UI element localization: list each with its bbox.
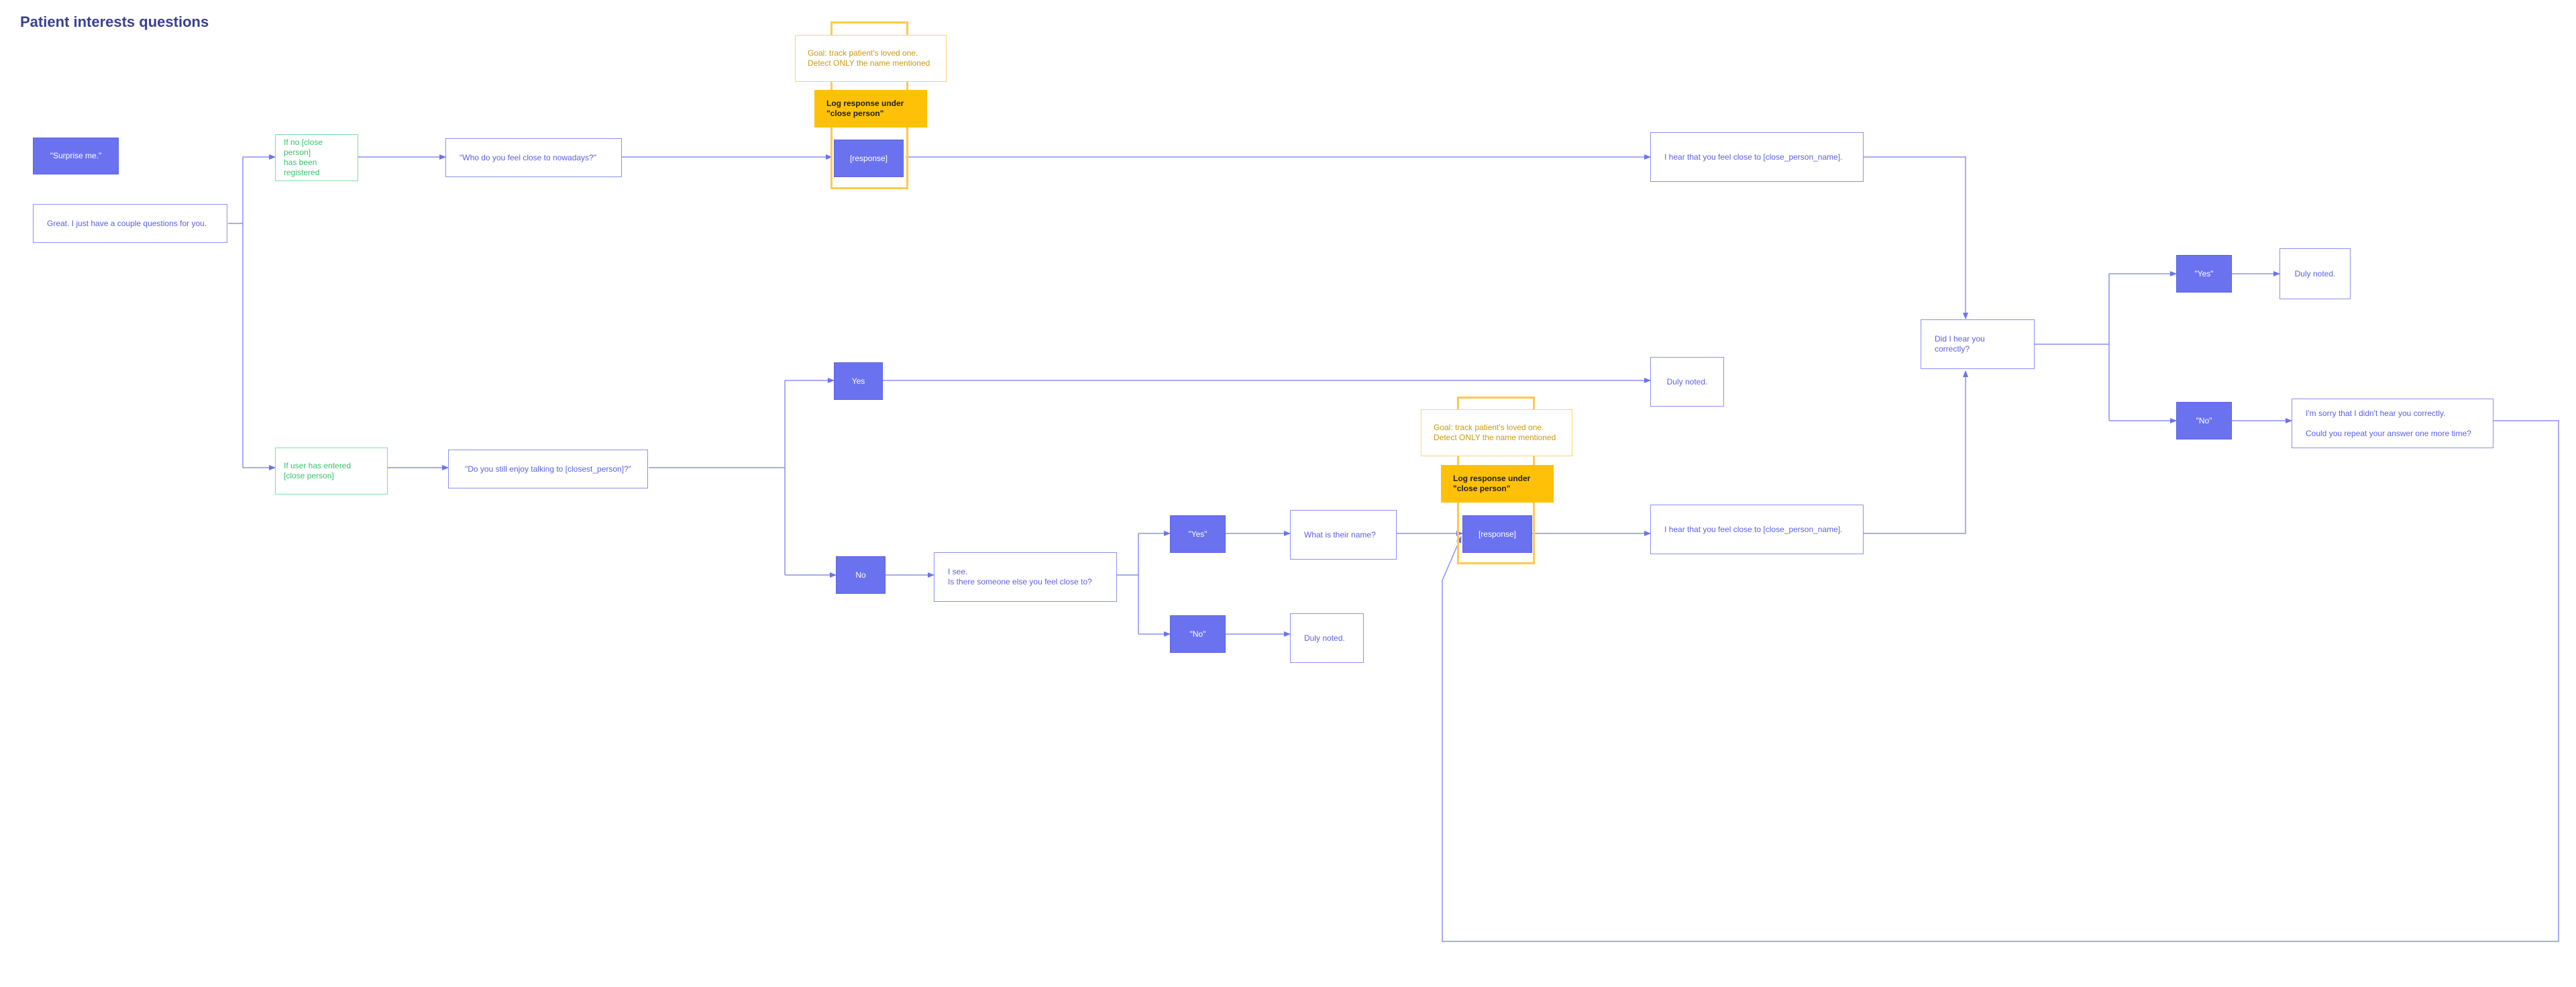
yes-node-1[interactable]: Yes	[834, 362, 883, 400]
response-node-2[interactable]: [response]	[1462, 515, 1532, 553]
connector-hear1-didhear	[1864, 156, 1968, 319]
duly-noted-node-1[interactable]: Duly noted.	[1650, 357, 1724, 407]
still-enjoy-question-node[interactable]: "Do you still enjoy talking to [closest_…	[448, 450, 648, 488]
hear-close-node-1[interactable]: I hear that you feel close to [close_per…	[1650, 132, 1864, 182]
duly-noted-node-2[interactable]: Duly noted.	[1290, 613, 1364, 663]
surprise-me-node[interactable]: "Surprise me."	[33, 138, 119, 174]
connector-sorry-loop	[1442, 420, 2559, 942]
duly-noted-node-3[interactable]: Duly noted.	[2279, 248, 2351, 299]
goal-note-1: Goal: track patient's loved one. Detect …	[795, 35, 947, 82]
goal-note-2: Goal: track patient's loved one. Detect …	[1421, 409, 1572, 456]
what-name-node[interactable]: What is their name?	[1290, 510, 1397, 560]
page-title: Patient interests questions	[20, 13, 209, 30]
no-node-2[interactable]: "No"	[1170, 615, 1226, 653]
yes-node-2[interactable]: "Yes"	[1170, 515, 1226, 553]
no-node-1[interactable]: No	[836, 556, 885, 594]
who-close-question-node[interactable]: "Who do you feel close to nowadays?"	[445, 138, 622, 177]
i-see-node[interactable]: I see. Is there someone else you feel cl…	[934, 552, 1117, 602]
greeting-node[interactable]: Great. I just have a couple questions fo…	[33, 204, 227, 243]
sorry-repeat-node[interactable]: I'm sorry that I didn't hear you correct…	[2292, 399, 2493, 448]
yes-node-3[interactable]: "Yes"	[2176, 255, 2232, 293]
did-hear-correctly-node[interactable]: Did I hear you correctly?	[1921, 319, 2035, 369]
log-response-note-1: Log response under "close person"	[814, 90, 927, 127]
connector-hear2-didhear	[1864, 370, 1968, 534]
response-node-1[interactable]: [response]	[834, 140, 904, 177]
condition-no-close-person[interactable]: If no [close person] has been registered	[275, 134, 358, 181]
condition-user-entered[interactable]: If user has entered [close person]	[275, 448, 388, 495]
no-node-3[interactable]: "No"	[2176, 402, 2232, 439]
log-response-note-2: Log response under "close person"	[1441, 465, 1554, 503]
hear-close-node-2[interactable]: I hear that you feel close to [close_per…	[1650, 505, 1864, 554]
